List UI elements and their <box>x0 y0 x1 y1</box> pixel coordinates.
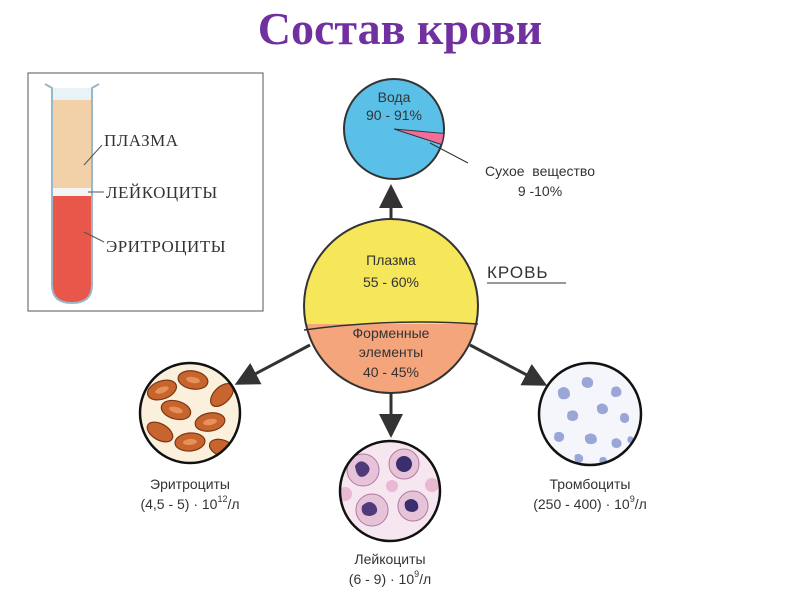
dry-matter-slice <box>393 128 445 146</box>
erythrocytes-count: (4,5 - 5) · 1012/л <box>140 494 239 512</box>
dry-matter-label: Сухое вещество <box>485 163 595 179</box>
page-title: Состав крови <box>257 3 543 54</box>
dry-matter-percent: 9 -10% <box>518 183 562 199</box>
formed-percent: 40 - 45% <box>363 364 419 380</box>
arrow-to-erythrocytes <box>234 343 311 385</box>
tube-label-plasma: ПЛАЗМА <box>104 131 179 150</box>
tube-plasma-pointer <box>83 144 103 166</box>
platelets-circle <box>537 361 643 467</box>
plasma-percent: 55 - 60% <box>363 274 419 290</box>
tube-erythrocyte-pointer <box>83 231 105 243</box>
water-percent: 90 - 91% <box>366 107 422 123</box>
tube-label-leukocytes: ЛЕЙКОЦИТЫ <box>106 183 218 202</box>
tube-erythrocyte-layer <box>52 196 92 303</box>
erythrocytes-label: Эритроциты <box>150 476 230 492</box>
blood-label: КРОВЬ <box>487 263 549 282</box>
water-pie: Вода 90 - 91% Сухое вещество 9 -10% <box>343 78 595 199</box>
platelets-count: (250 - 400) · 109/л <box>533 494 647 512</box>
formed-label-line2: элементы <box>359 344 423 360</box>
plasma-half <box>304 219 478 324</box>
plasma-label: Плазма <box>366 252 416 268</box>
water-label: Вода <box>378 89 411 105</box>
platelets-label: Тромбоциты <box>550 476 631 492</box>
tube-label-erythrocytes: ЭРИТРОЦИТЫ <box>106 237 226 256</box>
arrows <box>234 184 548 438</box>
erythrocytes-circle <box>138 361 242 465</box>
arrow-to-platelets <box>469 343 548 386</box>
tube-leukocyte-layer <box>52 188 92 196</box>
formed-label-line1: Форменные <box>353 325 430 341</box>
dry-matter-pointer <box>429 142 469 164</box>
leukocytes-circle <box>338 439 442 543</box>
test-tube-illustration: ПЛАЗМА ЛЕЙКОЦИТЫ ЭРИТРОЦИТЫ <box>27 72 264 312</box>
blood-circle: Плазма 55 - 60% Форменные элементы 40 - … <box>303 218 479 394</box>
tube-plasma-layer <box>52 100 92 188</box>
leukocytes-label: Лейкоциты <box>354 551 425 567</box>
test-tube-outline <box>44 83 100 305</box>
leukocytes-count: (6 - 9) · 109/л <box>349 569 431 587</box>
